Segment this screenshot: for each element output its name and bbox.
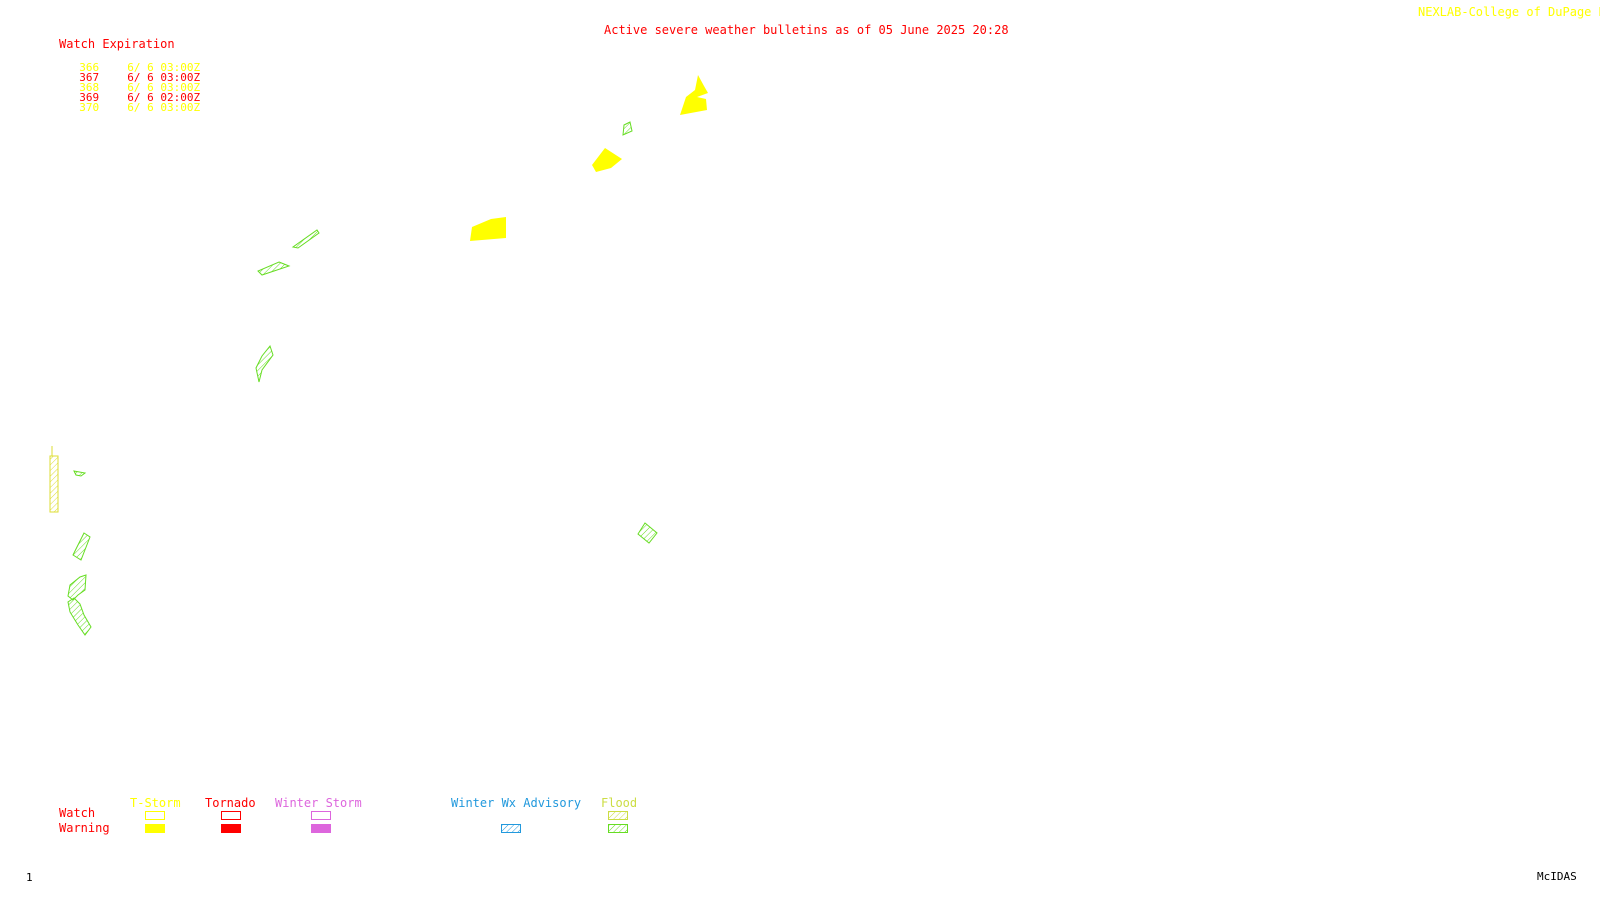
flood-warning-polygon [67,574,87,601]
flood-warning-polygon [291,229,320,249]
flood-watch-polygon [49,455,59,513]
tstorm-warning-polygon [470,217,506,241]
watch-number: 370 [79,101,100,114]
flood-warning-polygon [255,344,274,383]
watch-number: 366 [79,61,100,74]
software-label: McIDAS [1537,870,1577,883]
legend-winter-storm-label: Winter Storm [275,796,362,810]
legend-row-watch: Watch [59,806,96,820]
flood-warning-polygon [637,522,658,544]
watch-expires: 6/ 6 03:00Z [127,81,201,94]
legend-winter-wx-advisory-label: Winter Wx Advisory [451,796,582,810]
flood-warning-polygon [622,121,633,136]
legend-tstorm-warning-swatch [145,824,165,833]
watch-expires: 6/ 6 03:00Z [127,71,201,84]
watch-row: 368 6/ 6 03:00Z [66,73,200,93]
legend-flood-label: Flood [601,796,638,810]
tstorm-warning-polygon [592,148,622,172]
legend-tornado-label: Tornado [205,796,256,810]
legend-winter-storm-warning-swatch [311,824,331,833]
legend-flood-warning-swatch [608,824,628,833]
legend-row-warning: Warning [59,821,110,835]
tstorm-warning-polygon [680,75,708,115]
legend-tstorm-label: T-Storm [130,796,181,810]
flood-warning-polygon [67,597,92,636]
watch-number: 367 [79,71,100,84]
watch-row: 369 6/ 6 02:00Z [66,83,200,103]
legend-tstorm-watch-swatch [145,811,165,820]
watch-expires: 6/ 6 03:00Z [127,101,201,114]
watch-expires: 6/ 6 02:00Z [127,91,201,104]
watch-number: 368 [79,81,100,94]
source-credit: NEXLAB-College of DuPage R [1418,5,1600,19]
flood-warning-polygon [73,470,87,477]
legend-tornado-watch-swatch [221,811,241,820]
flood-warning-polygon [257,261,291,276]
watch-row: 366 6/ 6 03:00Z [66,53,200,73]
legend-winter-storm-watch-swatch [311,811,331,820]
legend-flood-watch-swatch [608,811,628,820]
watch-number: 369 [79,91,100,104]
watch-expires: 6/ 6 03:00Z [127,61,201,74]
watch-row: 367 6/ 6 03:00Z [66,63,200,83]
legend-winter-wx-advisory-swatch [501,824,521,833]
legend-tornado-warning-swatch [221,824,241,833]
page-number: 1 [26,871,33,884]
watch-row: 370 6/ 6 03:00Z [66,93,200,113]
bulletin-title: Active severe weather bulletins as of 05… [604,23,1009,37]
watch-expiration-title: Watch Expiration [59,37,175,51]
flood-warning-polygon [72,532,91,561]
